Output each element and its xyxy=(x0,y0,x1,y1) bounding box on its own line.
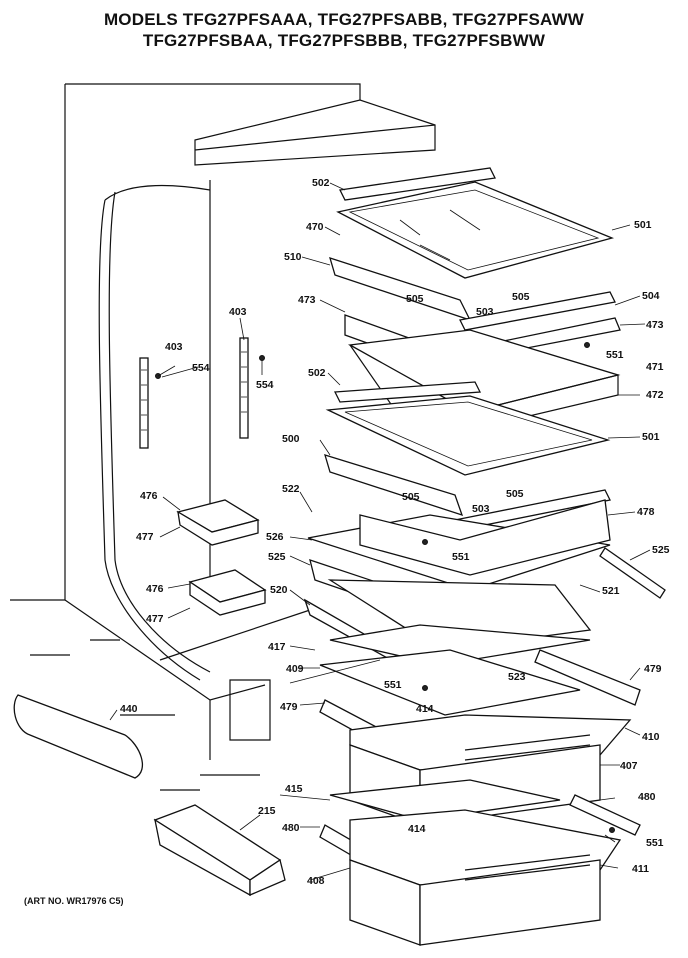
part-label-478: 478 xyxy=(637,506,655,518)
snack-shelf-assembly xyxy=(307,499,666,651)
part-label-476: 476 xyxy=(146,583,164,595)
part-label-480: 480 xyxy=(282,822,300,834)
part-label-503: 503 xyxy=(476,306,494,318)
part-label-440: 440 xyxy=(120,703,138,715)
part-label-522: 522 xyxy=(282,483,300,495)
part-label-505: 505 xyxy=(512,291,530,303)
diagram-title-line-1: MODELS TFG27PFSAAA, TFG27PFSABB, TFG27PF… xyxy=(103,10,585,29)
refrigerator-cabinet xyxy=(10,83,436,791)
part-label-479: 479 xyxy=(644,663,662,675)
part-label-554: 554 xyxy=(256,379,274,391)
art-number: (ART NO. WR17976 C5) xyxy=(24,896,124,906)
part-label-504: 504 xyxy=(642,290,660,302)
part-label-501: 501 xyxy=(634,219,652,231)
middle-glass-shelf-assembly xyxy=(324,381,611,531)
bottom-shelf-assembly xyxy=(303,598,591,716)
part-number-labels: 502 501 470 510 505 505 503 504 473 473 … xyxy=(120,177,670,887)
part-label-551: 551 xyxy=(384,679,402,691)
part-label-472: 472 xyxy=(646,389,664,401)
part-label-410: 410 xyxy=(642,731,660,743)
small-bin-upper xyxy=(176,499,260,546)
part-label-551: 551 xyxy=(452,551,470,563)
part-label-471: 471 xyxy=(646,361,664,373)
part-label-477: 477 xyxy=(136,531,154,543)
part-label-414: 414 xyxy=(408,823,426,835)
part-label-409: 409 xyxy=(286,663,304,675)
part-label-215: 215 xyxy=(258,805,276,817)
part-label-521: 521 xyxy=(602,585,620,597)
crisper-drawer-lower xyxy=(329,779,622,946)
part-label-500: 500 xyxy=(282,433,300,445)
part-label-505: 505 xyxy=(402,491,420,503)
part-label-510: 510 xyxy=(284,251,302,263)
part-label-479: 479 xyxy=(280,701,298,713)
part-label-415: 415 xyxy=(285,783,303,795)
part-label-526: 526 xyxy=(266,531,284,543)
part-label-520: 520 xyxy=(270,584,288,596)
part-label-501: 501 xyxy=(642,431,660,443)
part-label-505: 505 xyxy=(506,488,524,500)
part-label-525: 525 xyxy=(652,544,670,556)
part-label-403: 403 xyxy=(165,341,183,353)
part-label-477: 477 xyxy=(146,613,164,625)
part-label-476: 476 xyxy=(140,490,158,502)
part-label-408: 408 xyxy=(307,875,325,887)
door-bin xyxy=(153,804,286,897)
part-label-502: 502 xyxy=(308,367,326,379)
part-label-480: 480 xyxy=(638,791,656,803)
part-label-414: 414 xyxy=(416,703,434,715)
part-label-407: 407 xyxy=(620,760,638,772)
small-bin-lower xyxy=(188,569,267,616)
part-label-525: 525 xyxy=(268,551,286,563)
part-label-470: 470 xyxy=(306,221,324,233)
part-label-551: 551 xyxy=(606,349,624,361)
diagram-title-line-2: TFG27PFSBAA, TFG27PFSBBB, TFG27PFSBWW xyxy=(142,31,546,50)
part-label-473: 473 xyxy=(298,294,316,306)
leader-lines xyxy=(109,182,651,881)
part-label-505: 505 xyxy=(406,293,424,305)
part-label-417: 417 xyxy=(268,641,286,653)
part-label-473: 473 xyxy=(646,319,664,331)
part-label-403: 403 xyxy=(229,306,247,318)
part-label-551: 551 xyxy=(646,837,664,849)
shelf-rail-left xyxy=(139,337,249,449)
air-deflector xyxy=(13,694,144,779)
part-label-411: 411 xyxy=(632,863,649,875)
part-label-523: 523 xyxy=(508,671,526,683)
part-label-502: 502 xyxy=(312,177,330,189)
part-label-554: 554 xyxy=(192,362,210,374)
part-label-503: 503 xyxy=(472,503,490,515)
